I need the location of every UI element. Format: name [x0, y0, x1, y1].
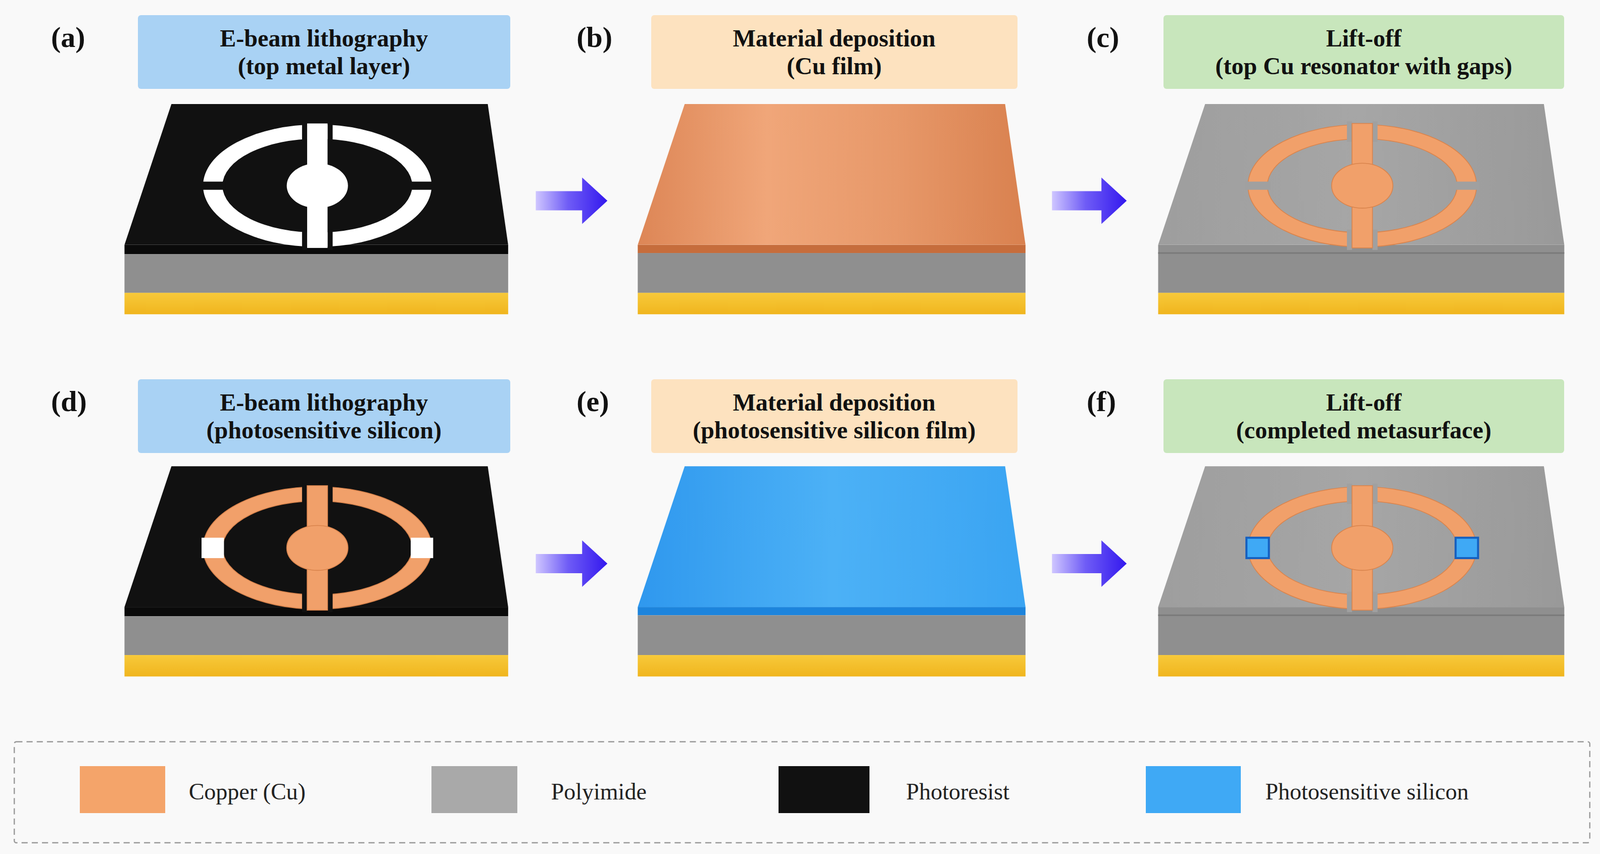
legend-label: Copper (Cu): [188, 778, 306, 806]
step-title: E-beam lithography (photosensitive silic…: [206, 388, 442, 445]
layer-edge-line: [1157, 614, 1565, 617]
ring-gap: [1453, 181, 1480, 190]
ring-gap: [1244, 181, 1271, 190]
process-arrow: [1051, 540, 1127, 588]
top-layer-edge: [637, 245, 1026, 254]
process-step: Lift-off (top Cu resonator with gaps): [1153, 12, 1569, 317]
polyimide-layer: [124, 254, 508, 294]
bar-gap: [302, 483, 308, 505]
legend-label: Polyimide: [551, 778, 647, 806]
bar-gap: [302, 229, 308, 251]
step-title: E-beam lithography (top metal layer): [219, 24, 428, 80]
substrate-slab: [637, 104, 1026, 315]
gold-substrate-layer: [637, 655, 1026, 677]
substrate-slab: [124, 104, 508, 315]
bar-gap: [302, 121, 308, 142]
legend-swatch: [1145, 766, 1241, 814]
gold-substrate-layer: [637, 293, 1026, 315]
step-title: Lift-off (completed metasurface): [1236, 388, 1492, 445]
step-header: E-beam lithography (photosensitive silic…: [137, 379, 511, 453]
step-header: Lift-off (completed metasurface): [1163, 379, 1565, 453]
polyimide-layer: [637, 253, 1026, 294]
bar-gap: [327, 483, 333, 505]
step-header: Lift-off (top Cu resonator with gaps): [1163, 15, 1565, 89]
step-title: Material deposition (photosensitive sili…: [692, 388, 976, 445]
photosensitive-silicon-pad: [1246, 538, 1269, 559]
step-header: Material deposition (Cu film): [651, 15, 1018, 89]
process-arrow: [535, 540, 608, 588]
step-header: Material deposition (photosensitive sili…: [651, 379, 1018, 453]
top-layer-edge: [637, 607, 1026, 616]
center-disk: [286, 525, 349, 571]
step-title: Material deposition (Cu film): [732, 24, 936, 80]
gold-substrate-layer: [1157, 293, 1565, 315]
substrate-slab: [1157, 466, 1565, 677]
process-step: Material deposition (photosensitive sili…: [633, 376, 1030, 679]
process-step: Material deposition (Cu film): [633, 12, 1030, 317]
process-arrow: [535, 177, 608, 224]
legend-frame: [14, 742, 1590, 844]
process-step: E-beam lithography (photosensitive silic…: [120, 376, 515, 679]
bar-gap: [1372, 229, 1378, 251]
panel-letter: (c): [1086, 20, 1120, 55]
center-disk: [1331, 163, 1393, 209]
bar-gap: [327, 229, 333, 251]
photosensitive-silicon-pad: [1455, 538, 1478, 559]
bar-gap: [327, 592, 333, 613]
legend-swatch: [79, 766, 166, 814]
process-arrow: [1051, 177, 1127, 224]
polyimide-layer: [1157, 245, 1565, 294]
substrate-slab: [1157, 104, 1565, 315]
gold-substrate-layer: [124, 293, 508, 315]
bar-gap: [327, 121, 333, 142]
bar-gap: [302, 592, 308, 613]
layer-edge-line: [1157, 252, 1565, 255]
substrate-slab: [124, 466, 508, 677]
bar-gap: [1346, 229, 1352, 251]
step-title: Lift-off (top Cu resonator with gaps): [1215, 24, 1513, 80]
legend-label: Photoresist: [906, 778, 1010, 806]
panel-letter: (f): [1086, 384, 1117, 419]
center-disk: [1331, 525, 1393, 571]
polyimide-layer: [637, 615, 1026, 656]
top-face: [637, 466, 1026, 608]
center-disk: [286, 163, 349, 209]
bar-gap: [1346, 592, 1352, 613]
legend-swatch: [431, 766, 518, 814]
legend-label: Photosensitive silicon: [1265, 778, 1470, 806]
step-header: E-beam lithography (top metal layer): [137, 15, 511, 89]
resist-opening: [201, 538, 224, 559]
top-face: [637, 104, 1026, 246]
bar-gap: [1372, 121, 1378, 142]
process-step: E-beam lithography (top metal layer): [120, 12, 515, 317]
ring-gap: [409, 181, 435, 190]
bar-gap: [1346, 121, 1352, 142]
panel-letter: (e): [576, 384, 609, 419]
resist-opening: [410, 538, 433, 559]
legend-swatch: [778, 766, 870, 814]
polyimide-layer: [124, 616, 508, 656]
ring-gap: [200, 181, 226, 190]
bar-gap: [1346, 483, 1352, 505]
process-step: Lift-off (completed metasurface): [1153, 376, 1569, 679]
gold-substrate-layer: [1157, 655, 1565, 677]
gold-substrate-layer: [124, 655, 508, 677]
panel-letter: (b): [576, 20, 613, 55]
polyimide-layer: [1157, 607, 1565, 656]
substrate-slab: [637, 466, 1026, 677]
panel-letter: (d): [51, 384, 87, 419]
bar-gap: [1372, 592, 1378, 613]
bar-gap: [1372, 483, 1378, 505]
panel-letter: (a): [51, 20, 86, 55]
